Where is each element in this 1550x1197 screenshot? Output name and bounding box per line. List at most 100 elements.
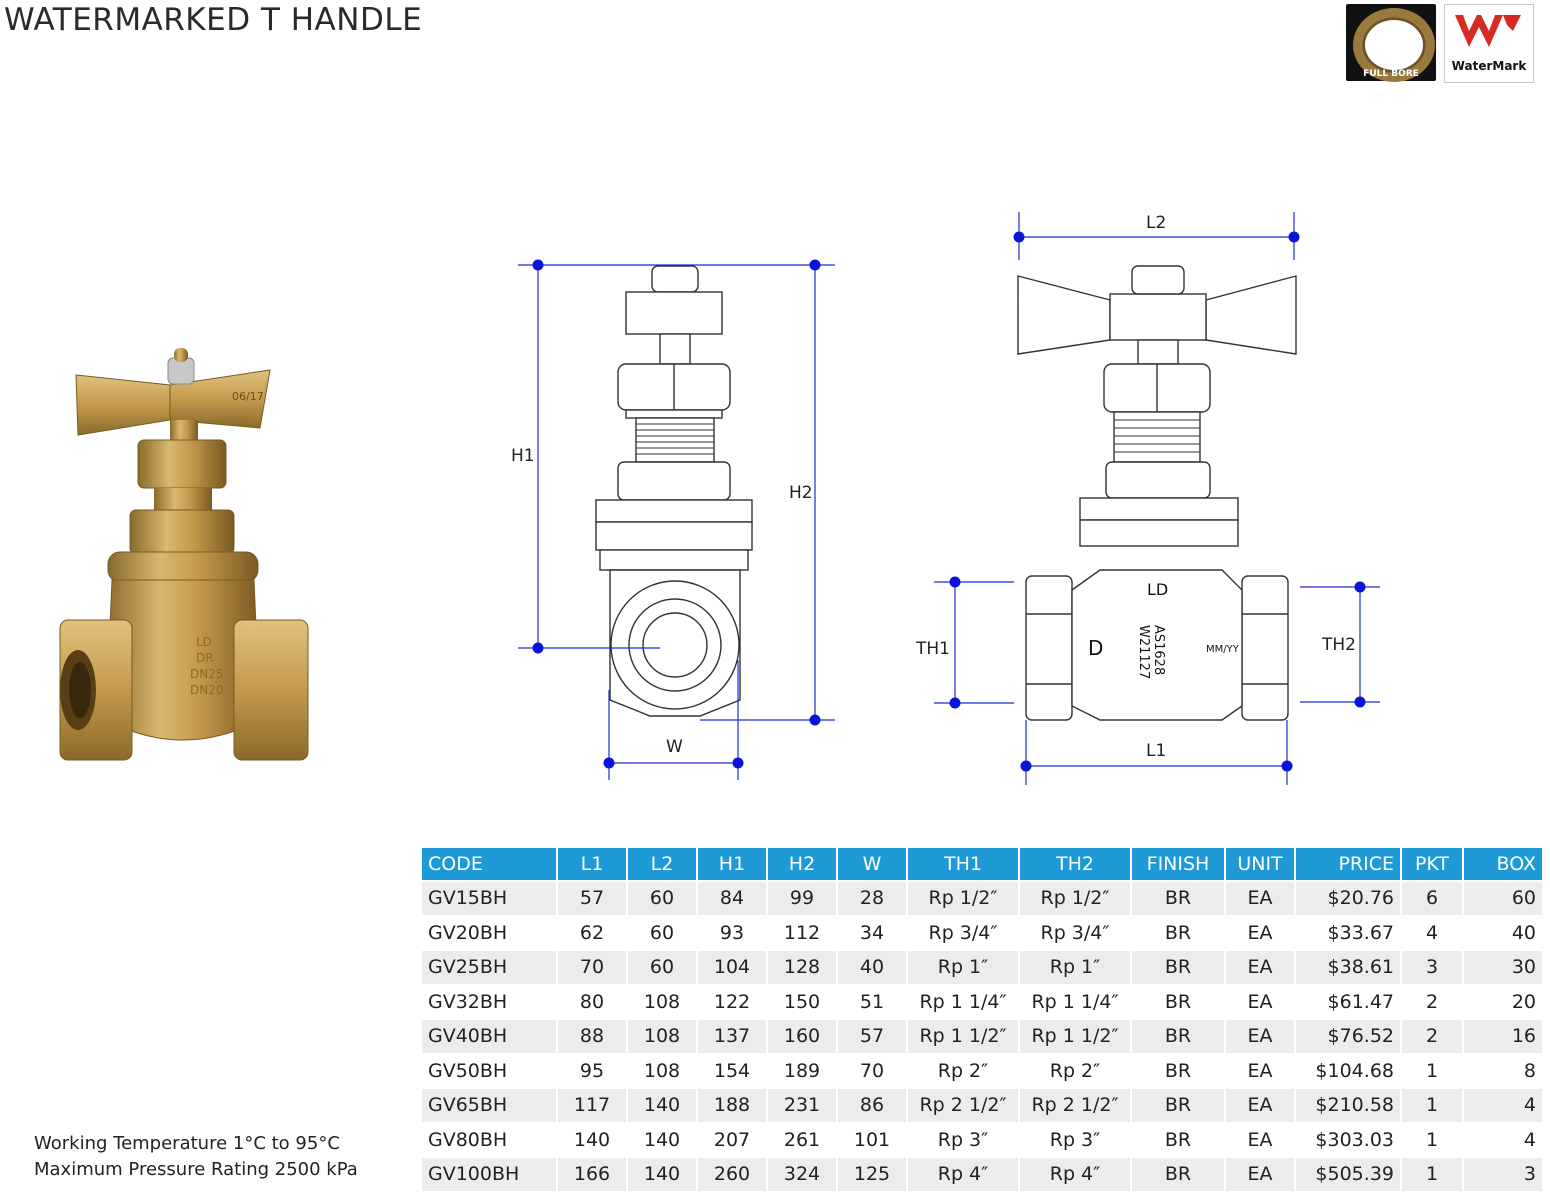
table-cell: Rp 2 1/2″ bbox=[1020, 1089, 1130, 1122]
table-cell: 101 bbox=[838, 1123, 906, 1156]
table-cell: Rp 2 1/2″ bbox=[908, 1089, 1018, 1122]
table-cell: Rp 1/2″ bbox=[1020, 882, 1130, 915]
table-cell: Rp 1″ bbox=[1020, 951, 1130, 984]
table-cell: Rp 4″ bbox=[908, 1158, 1018, 1191]
table-cell: 166 bbox=[558, 1158, 626, 1191]
photo-marking-dn25: DN25 bbox=[190, 667, 224, 681]
product-table: CODE L1 L2 H1 H2 W TH1 TH2 FINISH UNIT P… bbox=[420, 846, 1544, 1193]
watermark-logo-icon bbox=[1455, 15, 1521, 47]
table-cell: 108 bbox=[628, 1020, 696, 1053]
table-cell: BR bbox=[1132, 916, 1224, 949]
table-cell: Rp 2″ bbox=[1020, 1054, 1130, 1087]
table-cell: 4 bbox=[1464, 1123, 1542, 1156]
table-cell: Rp 1 1/4″ bbox=[1020, 985, 1130, 1018]
table-header-row: CODE L1 L2 H1 H2 W TH1 TH2 FINISH UNIT P… bbox=[422, 848, 1542, 880]
table-cell: BR bbox=[1132, 1020, 1224, 1053]
table-cell: 140 bbox=[628, 1089, 696, 1122]
table-cell: 40 bbox=[1464, 916, 1542, 949]
table-cell: 3 bbox=[1402, 951, 1462, 984]
table-cell: Rp 4″ bbox=[1020, 1158, 1130, 1191]
table-cell: 99 bbox=[768, 882, 836, 915]
table-cell: BR bbox=[1132, 951, 1224, 984]
table-cell: $505.39 bbox=[1296, 1158, 1400, 1191]
dim-label-h2: H2 bbox=[789, 483, 813, 503]
full-bore-badge: FULL BORE bbox=[1346, 4, 1436, 82]
table-cell: 140 bbox=[558, 1123, 626, 1156]
table-cell: 80 bbox=[558, 985, 626, 1018]
table-cell: 1 bbox=[1402, 1123, 1462, 1156]
table-cell: BR bbox=[1132, 1089, 1224, 1122]
table-cell: Rp 3/4″ bbox=[908, 916, 1018, 949]
table-cell: Rp 3″ bbox=[908, 1123, 1018, 1156]
drawing-marking-date: MM/YY bbox=[1206, 644, 1240, 655]
table-cell: GV15BH bbox=[422, 882, 556, 915]
table-cell: GV80BH bbox=[422, 1123, 556, 1156]
table-cell: GV25BH bbox=[422, 951, 556, 984]
table-cell: 60 bbox=[628, 882, 696, 915]
table-cell: EA bbox=[1226, 1158, 1294, 1191]
table-cell: 207 bbox=[698, 1123, 766, 1156]
table-cell: GV100BH bbox=[422, 1158, 556, 1191]
table-cell: 16 bbox=[1464, 1020, 1542, 1053]
header-price: PRICE bbox=[1296, 848, 1400, 880]
table-cell: $303.03 bbox=[1296, 1123, 1400, 1156]
header-pkt: PKT bbox=[1402, 848, 1462, 880]
watermark-label: WaterMark bbox=[1451, 59, 1527, 73]
table-cell: 95 bbox=[558, 1054, 626, 1087]
table-cell: BR bbox=[1132, 1123, 1224, 1156]
table-cell: EA bbox=[1226, 1089, 1294, 1122]
header-finish: FINISH bbox=[1132, 848, 1224, 880]
table-cell: 3 bbox=[1464, 1158, 1542, 1191]
header-box: BOX bbox=[1464, 848, 1542, 880]
table-cell: BR bbox=[1132, 985, 1224, 1018]
drawing-marking-ld: LD bbox=[1147, 580, 1168, 599]
table-cell: 137 bbox=[698, 1020, 766, 1053]
table-cell: 40 bbox=[838, 951, 906, 984]
table-cell: 2 bbox=[1402, 985, 1462, 1018]
table-cell: 324 bbox=[768, 1158, 836, 1191]
table-cell: 128 bbox=[768, 951, 836, 984]
table-cell: 84 bbox=[698, 882, 766, 915]
table-cell: 108 bbox=[628, 985, 696, 1018]
table-cell: 122 bbox=[698, 985, 766, 1018]
table-cell: $104.68 bbox=[1296, 1054, 1400, 1087]
dim-label-th2: TH2 bbox=[1321, 635, 1356, 655]
table-cell: 86 bbox=[838, 1089, 906, 1122]
photo-marking-dn20: DN20 bbox=[190, 683, 224, 697]
table-cell: BR bbox=[1132, 882, 1224, 915]
table-cell: EA bbox=[1226, 1020, 1294, 1053]
table-cell: BR bbox=[1132, 1054, 1224, 1087]
table-cell: BR bbox=[1132, 1158, 1224, 1191]
table-cell: 70 bbox=[558, 951, 626, 984]
table-cell: 231 bbox=[768, 1089, 836, 1122]
table-cell: 8 bbox=[1464, 1054, 1542, 1087]
table-cell: Rp 2″ bbox=[908, 1054, 1018, 1087]
working-temperature: Working Temperature 1°C to 95°C bbox=[34, 1133, 340, 1154]
header-code: CODE bbox=[422, 848, 556, 880]
table-cell: 4 bbox=[1464, 1089, 1542, 1122]
table-cell: 189 bbox=[768, 1054, 836, 1087]
table-cell: 57 bbox=[838, 1020, 906, 1053]
drawing-marking-licence: W21127 bbox=[1136, 625, 1151, 679]
table-cell: 140 bbox=[628, 1158, 696, 1191]
table-cell: 88 bbox=[558, 1020, 626, 1053]
table-cell: 20 bbox=[1464, 985, 1542, 1018]
table-cell: 62 bbox=[558, 916, 626, 949]
dim-label-l2: L2 bbox=[1146, 213, 1166, 233]
table-cell: 117 bbox=[558, 1089, 626, 1122]
table-cell: 104 bbox=[698, 951, 766, 984]
table-cell: 30 bbox=[1464, 951, 1542, 984]
table-cell: 160 bbox=[768, 1020, 836, 1053]
header-th2: TH2 bbox=[1020, 848, 1130, 880]
table-cell: EA bbox=[1226, 882, 1294, 915]
table-cell: 60 bbox=[1464, 882, 1542, 915]
table-cell: EA bbox=[1226, 1123, 1294, 1156]
header-th1: TH1 bbox=[908, 848, 1018, 880]
dim-label-th1: TH1 bbox=[915, 639, 950, 659]
